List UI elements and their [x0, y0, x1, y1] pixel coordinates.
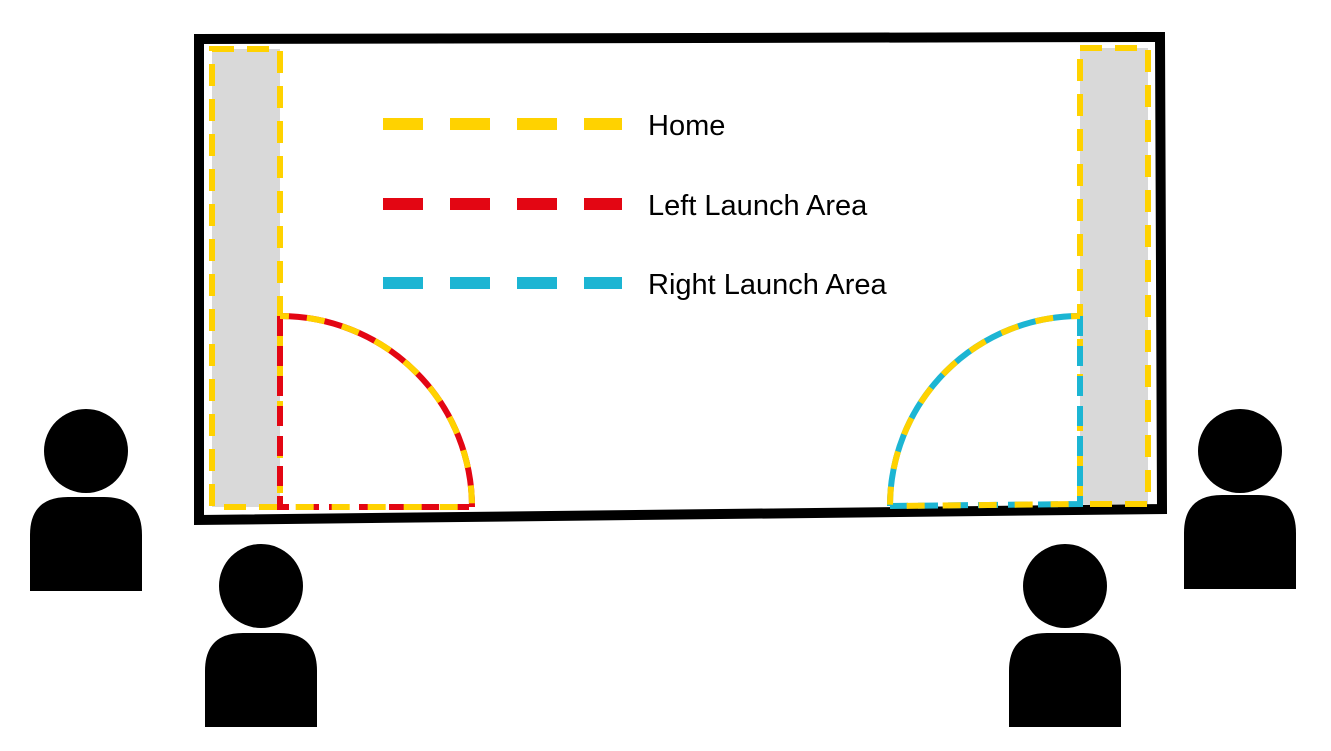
legend: Home Left Launch Area Right Launch Area — [383, 110, 887, 301]
person-right-inner — [1009, 544, 1121, 727]
person-icon — [205, 544, 317, 727]
left-home-zone — [209, 46, 283, 510]
person-left-inner — [205, 544, 317, 727]
person-icon — [1184, 409, 1296, 589]
legend-item-home: Home — [383, 110, 725, 142]
right-home-zone — [1077, 45, 1151, 507]
legend-label-right-launch: Right Launch Area — [648, 269, 887, 301]
legend-label-left-launch: Left Launch Area — [648, 190, 868, 222]
person-icon — [30, 409, 142, 591]
left-launch-home-overlay — [279, 313, 476, 510]
person-icon — [1009, 544, 1121, 727]
right-launch-home-overlay — [886, 313, 1081, 510]
person-right-outer — [1184, 409, 1296, 589]
legend-label-home: Home — [648, 110, 725, 142]
legend-item-left-launch: Left Launch Area — [383, 190, 868, 222]
person-left-outer — [30, 409, 142, 591]
legend-item-right-launch: Right Launch Area — [383, 269, 887, 301]
